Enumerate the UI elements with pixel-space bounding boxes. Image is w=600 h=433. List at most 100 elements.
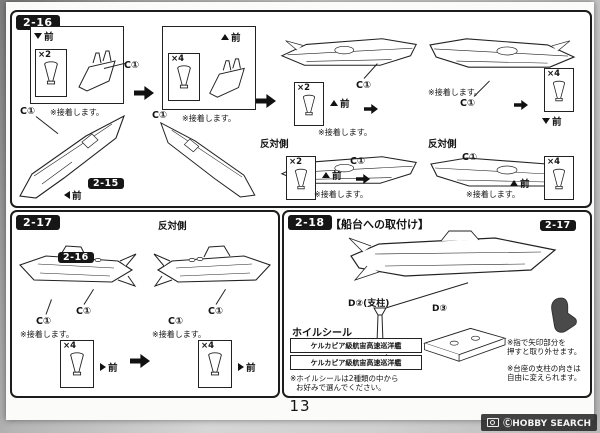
detail-inset-box: ×4 前 — [162, 26, 256, 110]
arrow-right-icon — [356, 174, 370, 184]
front-direction-marker: 前 — [510, 176, 530, 190]
front-label: 前 — [246, 363, 256, 374]
funnel-part-icon — [70, 351, 84, 375]
front-direction-marker: 前 — [100, 360, 118, 374]
ship-side-view-illustration — [19, 245, 137, 287]
glue-note: ※接着します。 — [318, 128, 372, 137]
part-callout-c1: C① — [208, 306, 224, 317]
stand-note: ※台座の支柱の向きは 自由に変えられます。 — [507, 364, 587, 383]
part-qty-box: ×4 — [168, 53, 200, 101]
front-direction-arrow-icon — [330, 100, 338, 106]
glue-note: ※接着します。 — [466, 190, 520, 199]
part-callout-c1: C① — [152, 110, 168, 121]
pressing-finger-icon — [551, 297, 577, 333]
glue-note: ※接着します。 — [182, 114, 236, 123]
foil-seal-text: ケルカピア級航宙高速巡洋艦 — [310, 341, 402, 350]
front-direction-arrow-icon — [542, 118, 550, 124]
front-label: 前 — [231, 33, 241, 44]
front-label: 前 — [520, 179, 530, 190]
foil-seal-title: ホイルシール — [292, 328, 352, 339]
part-callout-d2: D②(支柱) — [348, 299, 390, 309]
part-callout-c1: C① — [168, 316, 184, 327]
front-label: 前 — [108, 363, 118, 374]
arrow-right-icon — [364, 104, 378, 114]
part-callout-c1: C① — [462, 152, 478, 163]
front-direction-marker: 前 — [330, 96, 350, 110]
part-qty: ×2 — [289, 157, 303, 167]
part-callout-d3: D③ — [432, 304, 448, 314]
funnel-part-icon — [44, 60, 58, 84]
front-label: 前 — [552, 117, 562, 128]
part-callout-c1: C① — [356, 80, 372, 91]
front-direction-arrow-icon — [100, 363, 106, 371]
front-label: 前 — [340, 99, 350, 110]
ship-side-view-illustration — [153, 245, 271, 287]
front-direction-marker: 前 — [322, 168, 342, 182]
panel-step-2-16: 2-16 前 ×2 C① C① ※接着します。 2-15 前 ×4 前 C① ※… — [10, 10, 592, 208]
part-qty: ×4 — [201, 341, 215, 351]
stand-note-line2: 自由に変えられます。 — [507, 373, 582, 383]
part-qty: ×4 — [63, 341, 77, 351]
funnel-part-icon — [553, 168, 565, 189]
watermark: ⒸHOBBY SEARCH — [481, 414, 597, 431]
part-callout-c1: C① — [124, 60, 140, 71]
front-direction-marker: 前 — [221, 30, 241, 44]
arrow-right-icon — [130, 354, 150, 368]
callout-line — [45, 299, 52, 315]
press-note: ※指で矢印部分を 押すと取り外せます。 — [507, 338, 587, 357]
stand-note-line1: ※台座の支柱の向きは — [507, 364, 581, 373]
front-direction-marker: 前 — [34, 29, 54, 43]
ship-top-view-illustration — [430, 157, 575, 187]
deck-part-sketch — [78, 50, 116, 92]
arrow-right-icon — [514, 100, 528, 110]
ship-stern-view-illustration — [159, 121, 256, 198]
funnel-part-icon — [208, 351, 222, 375]
step-ref-label: 2-15 — [88, 178, 124, 190]
part-qty-box: ×2 — [294, 82, 324, 126]
arrow-right-icon — [256, 94, 276, 108]
funnel-part-icon — [177, 64, 191, 88]
front-label: 前 — [332, 171, 342, 182]
opposite-side-label: 反対側 — [428, 139, 457, 150]
front-direction-arrow-icon — [238, 363, 244, 371]
front-direction-arrow-icon — [322, 172, 330, 178]
front-label: 前 — [72, 191, 82, 202]
part-callout-c1: C① — [20, 106, 36, 117]
part-qty-box: ×4 — [60, 340, 94, 388]
part-qty: ×2 — [297, 83, 311, 93]
part-callout-c1: C① — [350, 156, 366, 167]
step-ref-label: 2-16 — [58, 252, 94, 264]
press-note-line1: ※指で矢印部分を — [507, 338, 566, 347]
part-qty-box: ×2 — [35, 49, 67, 97]
part-qty-box: ×4 — [544, 68, 574, 112]
front-direction-marker: 前 — [238, 360, 256, 374]
detail-inset-box: 前 ×2 — [30, 26, 124, 104]
funnel-part-icon — [295, 168, 307, 189]
camera-icon — [487, 418, 500, 427]
front-direction-arrow-icon — [34, 33, 42, 39]
watermark-text: ⒸHOBBY SEARCH — [503, 419, 591, 429]
glue-note: ※接着します。 — [314, 190, 368, 199]
funnel-part-icon — [303, 94, 315, 115]
step-ref-label: 2-17 — [540, 220, 576, 232]
front-label: 前 — [44, 32, 54, 43]
foil-seal-text: ケルカピア級航宙高速巡洋艦 — [310, 358, 402, 367]
foil-seal-option-1: ケルカピア級航宙高速巡洋艦 — [290, 338, 422, 353]
ship-top-view-illustration — [429, 38, 576, 68]
part-qty: ×4 — [171, 54, 185, 64]
press-note-line2: 押すと取り外せます。 — [507, 347, 582, 357]
front-direction-arrow-icon — [64, 191, 70, 199]
foil-seal-option-2: ケルカピア級航宙高速巡洋艦 — [290, 355, 422, 370]
glue-note: ※接着します。 — [20, 330, 74, 339]
opposite-side-label: 反対側 — [158, 221, 187, 232]
page-number: 13 — [289, 397, 311, 415]
step-title: 【船台への取付け】 — [330, 218, 429, 231]
front-direction-arrow-icon — [510, 180, 518, 186]
ship-complete-illustration — [348, 230, 557, 281]
part-qty: ×2 — [38, 50, 52, 60]
ship-top-view-illustration — [280, 38, 417, 66]
part-qty: ×4 — [547, 157, 561, 167]
deck-part-sketch — [209, 58, 245, 98]
part-qty-box: ×4 — [198, 340, 232, 388]
